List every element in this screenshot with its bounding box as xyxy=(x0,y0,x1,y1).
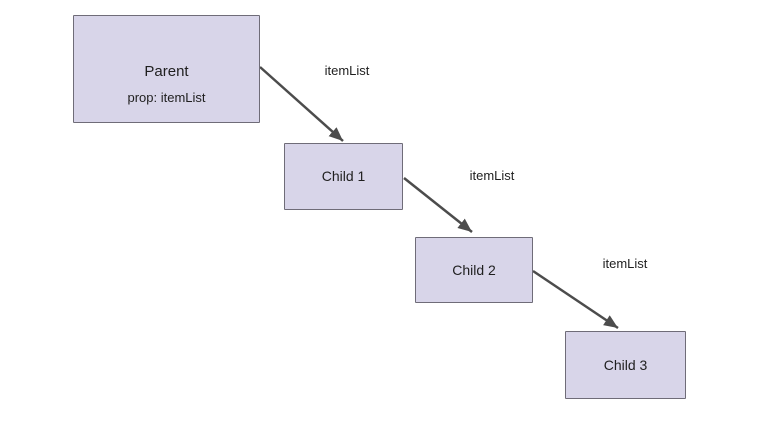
node-child-2-label: Child 2 xyxy=(452,261,496,278)
node-parent-label: Parent xyxy=(144,62,189,80)
edge-arrow-child2-child3 xyxy=(532,269,619,330)
node-child-3-label: Child 3 xyxy=(603,356,648,373)
edge-label-itemlist-1: itemList xyxy=(324,63,370,78)
node-child-3: Child 3 xyxy=(565,331,686,399)
edge-label-itemlist-2: itemList xyxy=(469,168,515,183)
node-parent-sublabel: prop: itemList xyxy=(127,89,206,105)
node-child-1-label: Child 1 xyxy=(321,168,366,184)
edge-label-itemlist-3: itemList xyxy=(602,256,648,271)
node-child-1: Child 1 xyxy=(284,143,403,210)
edge-arrow-child1-child2 xyxy=(403,177,473,233)
node-child-2: Child 2 xyxy=(415,237,533,303)
node-parent: Parent prop: itemList xyxy=(73,15,260,123)
